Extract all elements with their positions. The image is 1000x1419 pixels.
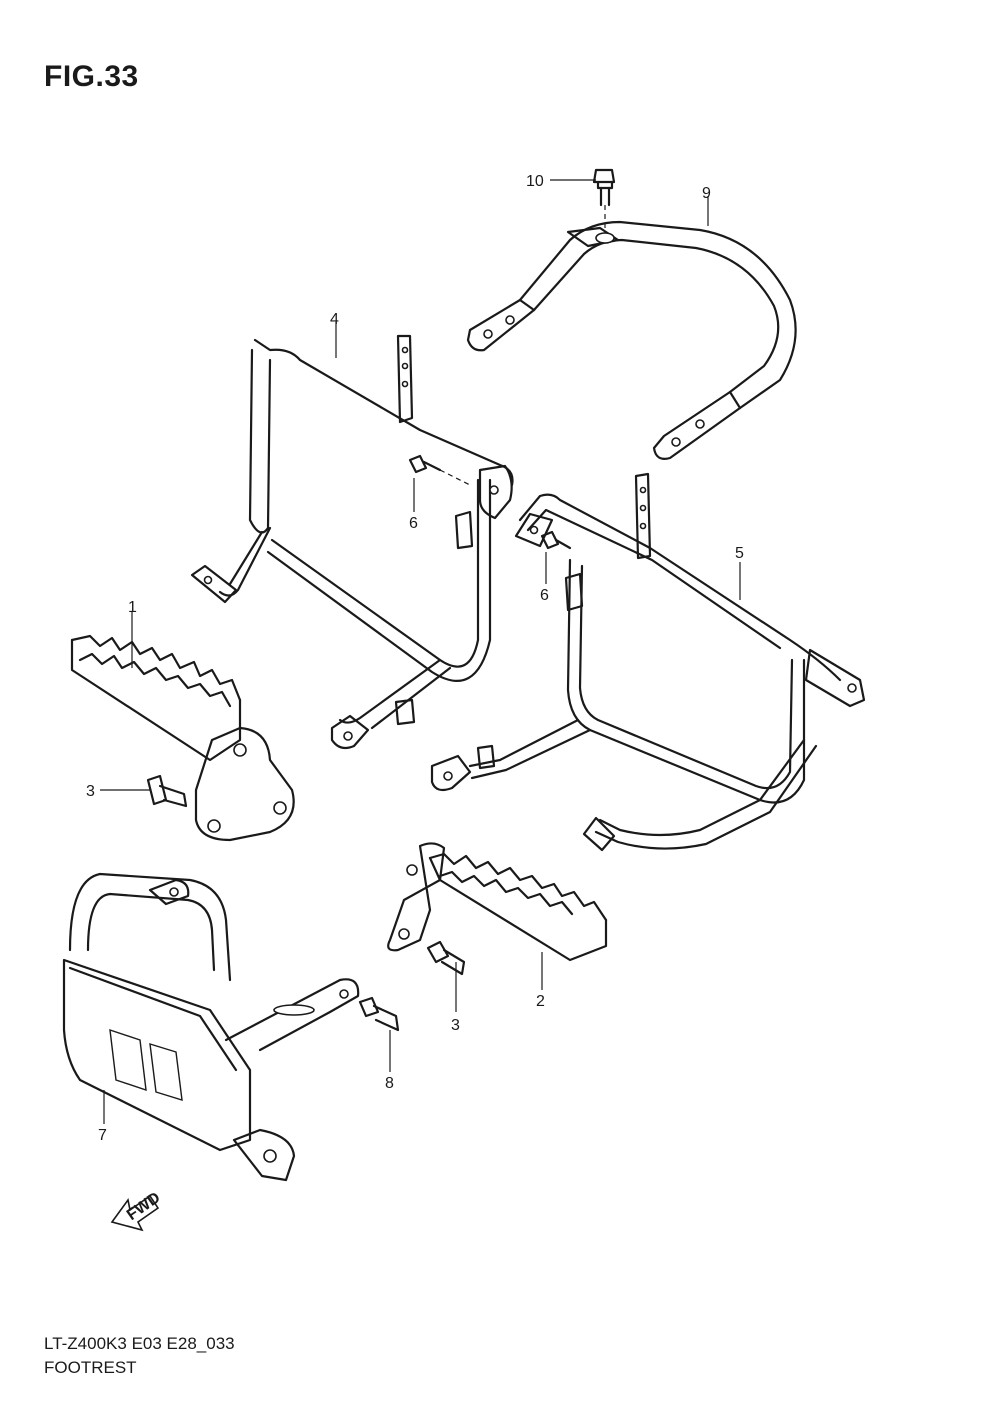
part-7-front-guard [62,872,360,1182]
callout-3-right: 3 [451,1017,460,1034]
callout-3-left: 3 [86,783,95,800]
callout-5: 5 [735,545,744,562]
callout-1: 1 [128,599,137,616]
part-3-bolt-right [426,940,466,976]
part-6-bolt-lower [540,530,572,550]
callout-2: 2 [536,993,545,1010]
part-4-left-frame [190,334,514,750]
figure-title: FIG.33 [44,60,139,93]
callout-10: 10 [526,173,544,190]
callout-9: 9 [702,185,711,202]
part-9-guard-bar [466,220,797,460]
leader-lines [100,179,741,1124]
part-1-left-footpeg [70,634,295,842]
part-3-bolt-left [146,774,188,808]
callout-6-upper: 6 [409,515,418,532]
callout-7: 7 [98,1127,107,1144]
part-6-bolt-upper [408,454,471,486]
model-code: LT-Z400K3 E03 E28_033 [44,1334,235,1353]
callout-6-lower: 6 [540,587,549,604]
diagram-footer: LT-Z400K3 E03 E28_033 FOOTREST [44,1332,235,1380]
part-8-bolt [358,996,400,1032]
callout-8: 8 [385,1075,394,1092]
callout-4: 4 [330,311,339,328]
part-10-bolt [592,168,616,240]
part-5-right-frame [430,472,866,852]
part-2-right-footpeg [387,842,608,962]
section-name: FOOTREST [44,1358,137,1377]
fwd-arrow: FWD [110,1189,164,1232]
